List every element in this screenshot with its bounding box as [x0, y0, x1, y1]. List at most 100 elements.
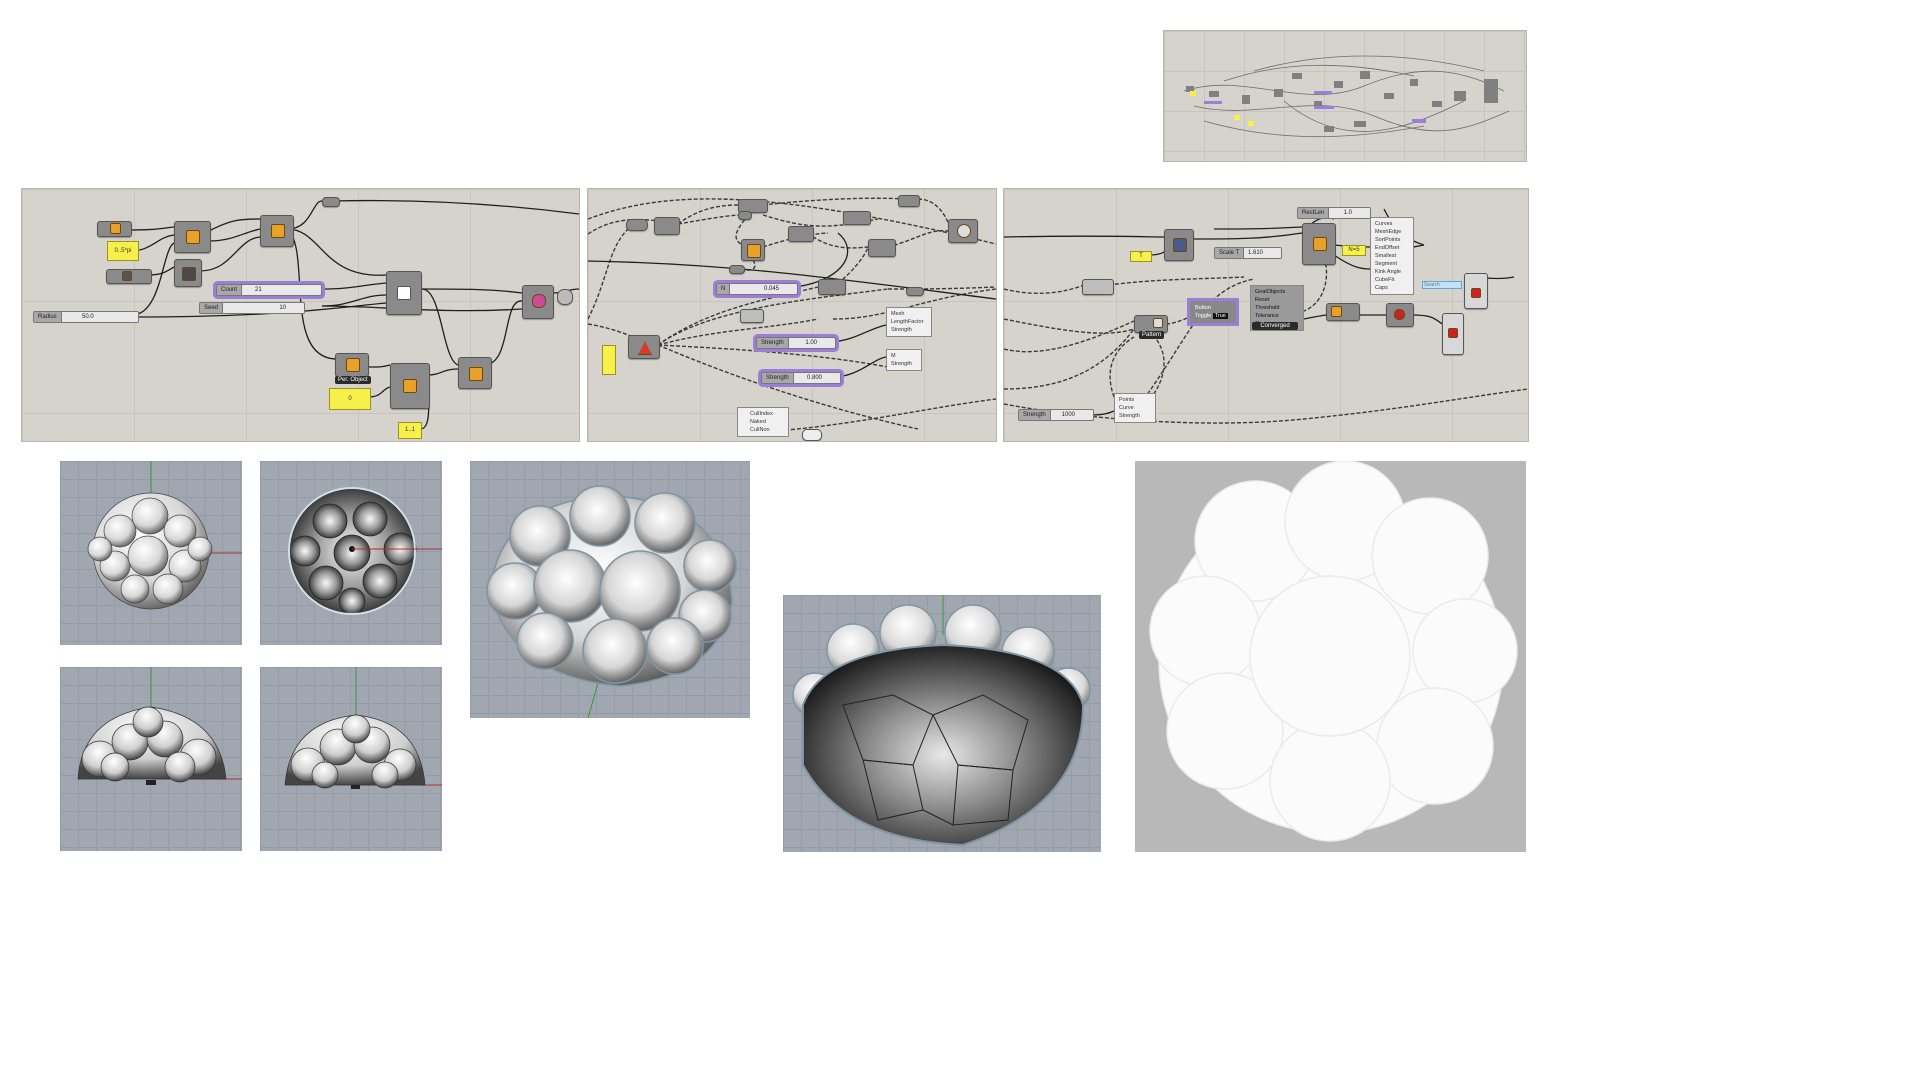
render-view[interactable]	[1135, 461, 1526, 852]
strength-slider-1[interactable]: Strength 1.00	[756, 337, 836, 349]
cull-line-2: Naked	[750, 419, 766, 425]
option-sortpoints: SortPoints	[1375, 237, 1401, 243]
cull-line-3: CullNon	[750, 427, 770, 433]
strength-slider-1-label: Strength	[757, 338, 789, 348]
output-param[interactable]	[557, 289, 573, 305]
restlen-slider[interactable]: RestLen 1.0	[1297, 207, 1371, 219]
strength-slider-3-value: 1000	[1061, 412, 1075, 418]
construct-point-component[interactable]	[97, 221, 132, 237]
line-component-1[interactable]	[738, 199, 768, 213]
viewport-bottom-perspective[interactable]	[783, 595, 1101, 852]
deconstruct-component[interactable]	[458, 357, 492, 389]
radius-slider[interactable]: Radius 50.0	[33, 311, 139, 323]
toggle-row[interactable]: Toggle True	[1195, 312, 1231, 320]
relay-4[interactable]	[898, 195, 920, 207]
solver-goal-objects: GoalObjects	[1255, 289, 1286, 295]
expression-note[interactable]: 0..5*pi	[107, 241, 139, 261]
scale-slider[interactable]: Scale T 1.610	[1214, 247, 1282, 259]
relay-3[interactable]	[729, 265, 745, 274]
blob-render-7	[1149, 461, 1518, 842]
custom-preview-component[interactable]	[1386, 303, 1414, 327]
blob-render-5	[486, 485, 737, 718]
toggle-component[interactable]	[626, 219, 648, 231]
points-goal-box[interactable]: Points Curve Strength	[1114, 393, 1156, 423]
goal-curve-component[interactable]	[1082, 279, 1114, 295]
mesh-goal-box[interactable]: Mesh LengthFactor Strength	[886, 307, 932, 337]
viewport-right-small[interactable]	[260, 667, 442, 851]
cull-line-1: CullIndex	[750, 411, 773, 417]
point-component[interactable]	[740, 309, 764, 323]
strength-slider-2-label: Strength	[762, 373, 794, 383]
pattern-tag: Pattern	[1139, 331, 1165, 339]
line-component-2[interactable]	[843, 211, 871, 225]
goal-component-a[interactable]	[741, 239, 765, 261]
radius-slider-value: 50.0	[82, 314, 94, 320]
value-note[interactable]: 0	[329, 388, 371, 410]
minimap-wires	[1183, 55, 1510, 138]
strength-slider-1-value: 1.00	[805, 340, 817, 346]
count-slider[interactable]: Count 21	[216, 284, 322, 296]
relay-2[interactable]	[738, 211, 752, 220]
construct-mesh-component[interactable]	[1326, 303, 1360, 321]
circle-component-2[interactable]	[948, 219, 978, 243]
blob-render-6	[792, 595, 1091, 847]
viewport-front-small[interactable]	[60, 667, 242, 851]
n-slider[interactable]: N 0.045	[716, 283, 798, 295]
strength-input-label: Strength	[891, 327, 912, 333]
converged-tag: Converged	[1252, 322, 1298, 330]
option-smallest: Smallest	[1375, 253, 1397, 259]
cull-box[interactable]: CullIndex Naked CullNon	[737, 407, 789, 437]
seed-slider-value: 10	[279, 305, 286, 311]
toggle-notes[interactable]	[602, 345, 616, 375]
canvas-panel-3[interactable]: RestLen 1.0 T Scale T 1.610 N=5 Curves M…	[1003, 188, 1529, 442]
n-note[interactable]: T	[1130, 251, 1152, 262]
option-curves: Curves	[1375, 221, 1393, 227]
toggle-label: Toggle	[1195, 313, 1212, 319]
canvas-minimap[interactable]	[1163, 30, 1527, 162]
polar-component[interactable]	[174, 221, 211, 253]
curve-param[interactable]	[654, 217, 680, 235]
range-note[interactable]: 1..1	[398, 422, 422, 439]
blob-render-3	[77, 667, 242, 785]
solver-threshold: Threshold	[1255, 305, 1280, 311]
count-slider-value: 21	[255, 287, 262, 293]
strength-box-strength: Strength	[891, 361, 912, 367]
canvas-panel-1[interactable]: 0..5*pi Count 21 Seed 10 Radius 50.0 Per…	[21, 188, 580, 442]
vector-component[interactable]	[868, 239, 896, 257]
output-panel-2[interactable]	[1442, 313, 1464, 355]
circle-component[interactable]	[174, 259, 202, 287]
box-component[interactable]	[390, 363, 430, 409]
option-meshedge: MeshEdge	[1375, 229, 1402, 235]
bounding-box-component[interactable]	[335, 353, 369, 377]
toggle-state: True	[1212, 313, 1228, 319]
strength-slider-2[interactable]: Strength 0.800	[761, 372, 841, 384]
strength-goal-box[interactable]: M Strength	[886, 349, 922, 371]
graft-component[interactable]	[802, 429, 822, 441]
anchor-goal-component[interactable]	[628, 335, 660, 359]
evaluate-component[interactable]	[106, 269, 152, 284]
canvas-panel-2[interactable]: N 0.045 Mesh LengthFactor Strength Stren…	[587, 188, 997, 442]
sphere-component[interactable]	[522, 285, 554, 319]
search-input[interactable]	[1422, 281, 1462, 289]
toggle-group[interactable]: Button Toggle True	[1190, 301, 1236, 323]
radius-slider-label: Radius	[34, 312, 62, 322]
output-panel-1[interactable]	[1464, 273, 1488, 309]
viewport-top-small[interactable]	[260, 461, 442, 645]
strength-slider-3[interactable]: Strength 1000	[1018, 409, 1094, 421]
rotate-component[interactable]	[260, 215, 294, 247]
relay-component[interactable]	[322, 197, 340, 207]
seed-slider[interactable]: Seed 10	[199, 302, 305, 314]
option-kink-angle: Kink Angle	[1375, 269, 1401, 275]
solver-reset: Reset	[1255, 297, 1270, 303]
list-component[interactable]	[818, 279, 846, 295]
options-panel[interactable]: Curves MeshEdge SortPoints EndOffset Sma…	[1370, 217, 1414, 295]
viewport-perspective-small[interactable]	[60, 461, 242, 645]
viewport-perspective-large[interactable]	[470, 461, 750, 718]
deconstruct-mesh-component[interactable]	[1164, 229, 1194, 261]
pipe-component[interactable]	[1302, 223, 1336, 265]
relay-5[interactable]	[906, 287, 924, 296]
anchor-component[interactable]	[788, 226, 814, 242]
n-value-note[interactable]: N=5	[1342, 245, 1366, 256]
populate-component[interactable]	[386, 271, 422, 315]
button-toggle[interactable]: Button	[1195, 305, 1211, 311]
